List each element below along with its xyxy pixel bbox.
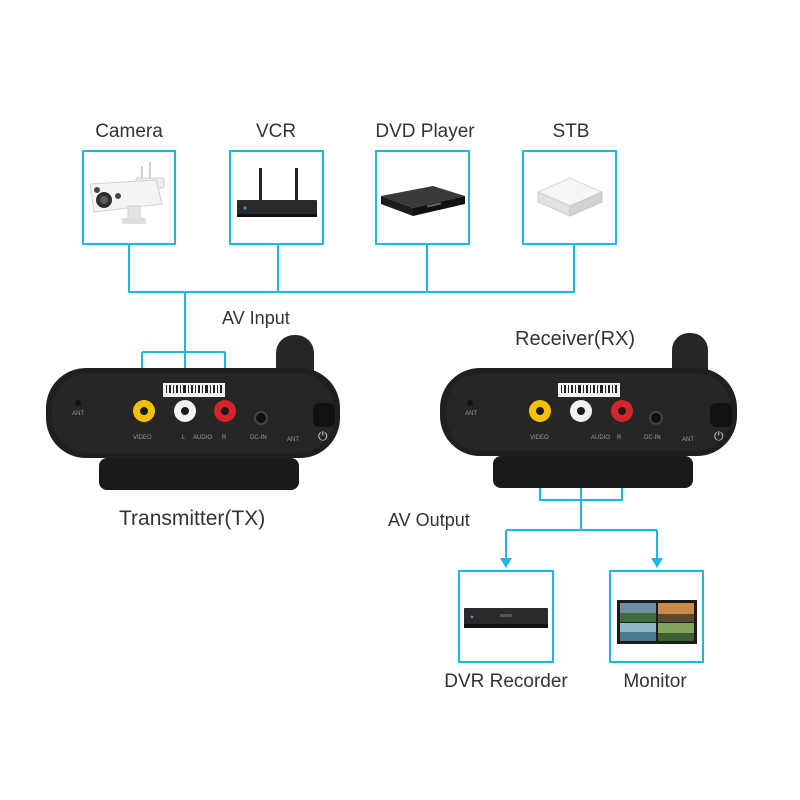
stb-icon bbox=[536, 177, 604, 217]
monitor-icon bbox=[617, 600, 697, 644]
tx-dcin-port-label: DC-IN bbox=[250, 435, 267, 441]
rx-ant2-port-label: ANT bbox=[682, 437, 694, 443]
camera-label: Camera bbox=[95, 121, 163, 142]
dvd-player-label: DVD Player bbox=[375, 121, 475, 142]
tx-audio-port-label: AUDIO bbox=[193, 435, 213, 441]
rx-power-icon: ⏻ bbox=[714, 429, 724, 443]
dvr-recorder-label: DVR Recorder bbox=[444, 671, 568, 692]
dvr-recorder-box bbox=[458, 570, 554, 663]
av-output-label: AV Output bbox=[388, 510, 470, 530]
vcr-box bbox=[229, 150, 324, 245]
rx-dcin-port-label: DC-IN bbox=[644, 435, 661, 441]
receiver-label: Receiver(RX) bbox=[515, 328, 636, 350]
rx-video-port-label: VIDEO bbox=[530, 435, 549, 441]
av-input-label: AV Input bbox=[222, 308, 290, 328]
dvr-recorder-icon bbox=[464, 608, 548, 628]
tx-ant2-port-label: ANT bbox=[287, 437, 299, 443]
rx-ant-port-label: ANT bbox=[465, 411, 477, 417]
stb-label: STB bbox=[552, 121, 590, 142]
transmitter-label: Transmitter(TX) bbox=[119, 507, 266, 530]
tx-r-port-label: R bbox=[222, 435, 227, 441]
monitor-label: Monitor bbox=[623, 671, 687, 692]
tx-video-port-label: VIDEO bbox=[133, 435, 152, 441]
camera-icon bbox=[89, 162, 165, 224]
monitor-box bbox=[609, 570, 704, 663]
tx-power-icon: ⏻ bbox=[318, 429, 328, 443]
stb-box bbox=[522, 150, 617, 245]
dvd-player-box bbox=[375, 150, 470, 245]
dvd-player-icon bbox=[381, 186, 465, 216]
vcr-label: VCR bbox=[255, 121, 297, 142]
rx-audio-port-label: AUDIO bbox=[591, 435, 611, 441]
rx-r-port-label: R bbox=[617, 435, 622, 441]
tx-ant-port-label: ANT bbox=[72, 411, 84, 417]
vcr-icon bbox=[237, 168, 317, 217]
camera-box bbox=[82, 150, 176, 245]
tx-l-port-label: L bbox=[182, 435, 186, 441]
